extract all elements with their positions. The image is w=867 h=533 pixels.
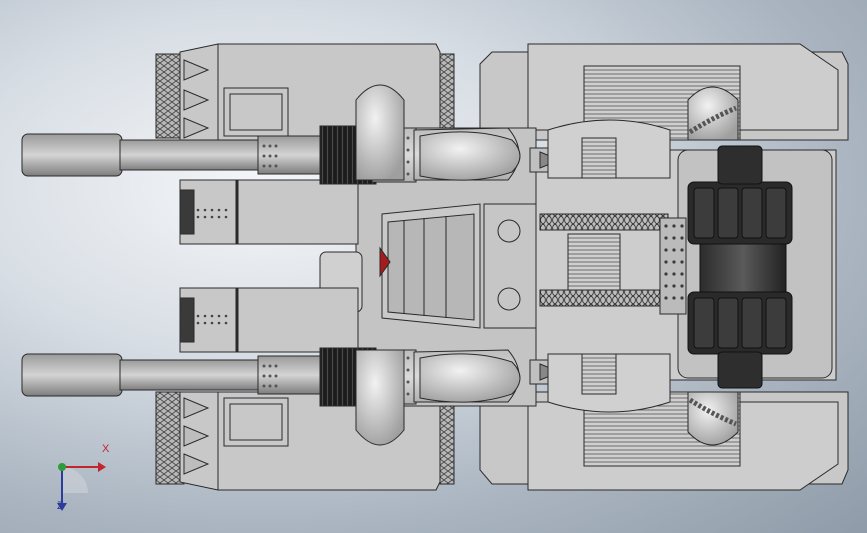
x-axis-label: X (102, 443, 110, 455)
right-hull (479, 43, 849, 491)
z-axis-label: Z (57, 500, 64, 512)
triad-arrows-icon (57, 462, 106, 511)
upper-cannon (21, 84, 739, 245)
coordinate-triad: X Z (40, 443, 120, 520)
lower-cannon (21, 287, 739, 446)
rear-engine-block (687, 145, 793, 389)
